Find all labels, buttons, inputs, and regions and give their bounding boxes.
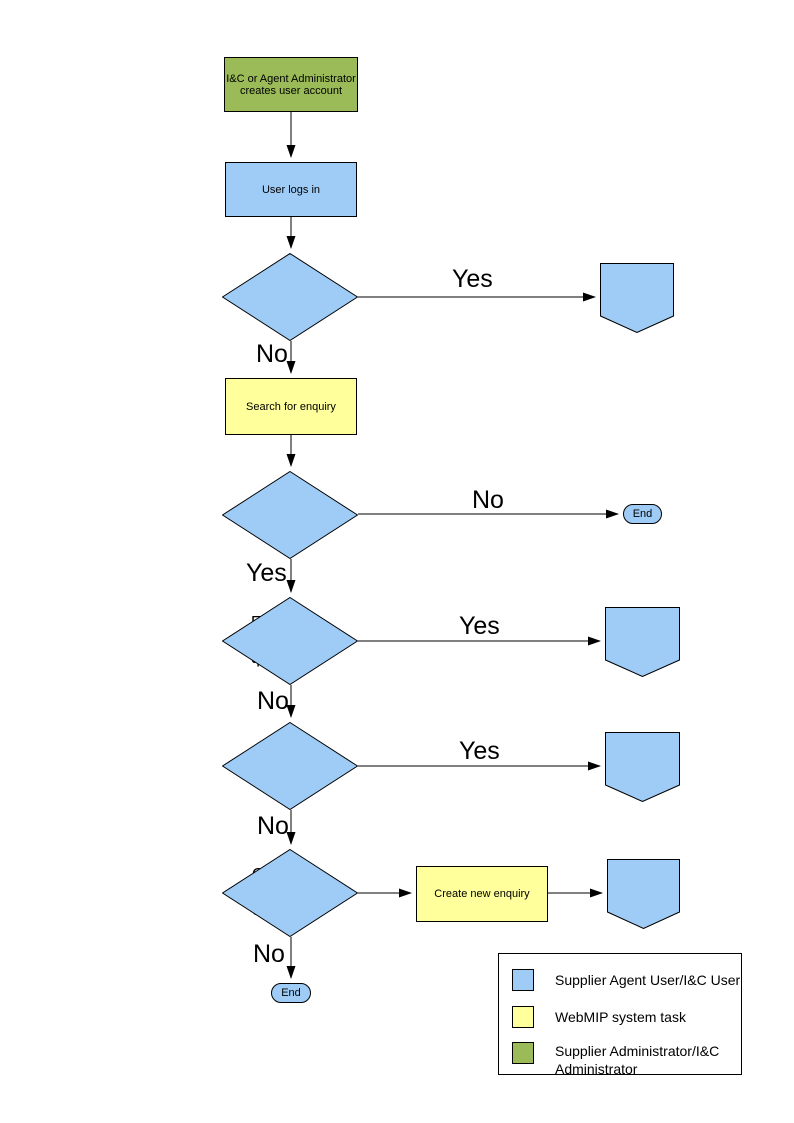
terminator-end-1: End (623, 504, 662, 524)
diamond-shape (222, 722, 358, 810)
diamond-shape (222, 849, 358, 937)
decision-amend-enquiry: Amend enquiry? (222, 722, 358, 810)
edge-label-no-enquiry-found: No (472, 486, 504, 514)
pentagon-shape (605, 732, 680, 802)
node-label: Search for enquiry (246, 400, 336, 413)
legend-swatch-green (512, 1042, 534, 1064)
node-label: Create new enquiry (434, 888, 530, 900)
legend-label: Supplier Agent User/I&C User (555, 972, 741, 988)
connector-amend-enquiry: Amend enquiry (605, 732, 680, 802)
edge-label-no-new-enquiry: No (256, 340, 288, 368)
pentagon-shape (600, 263, 674, 333)
edge-label-no-copy-to-new: No (253, 940, 285, 968)
process-create-user-account: I&C or Agent Administrator creates user … (224, 57, 358, 112)
connector-view-quotes: View quote(s) (605, 607, 680, 677)
diamond-shape (222, 597, 358, 685)
legend-item-user: Supplier Agent User/I&C User (512, 969, 745, 991)
legend: Supplier Agent User/I&C User WebMIP syst… (498, 953, 745, 1078)
connector-amend-enquiry-2: Amend enquiry (607, 859, 680, 929)
edge-label-no-amend-enquiry: No (257, 812, 289, 840)
diamond-shape (222, 253, 358, 341)
legend-item-system: WebMIP system task (512, 1006, 745, 1028)
edge-label-yes-new-enquiry: Yes (452, 265, 493, 293)
legend-item-admin: Supplier Administrator/I&C Administrator (512, 1042, 745, 1078)
process-search-for-enquiry: Search for enquiry (225, 378, 357, 435)
legend-swatch-yellow (512, 1006, 534, 1028)
pentagon-shape (605, 607, 680, 677)
connector-create-new-enquiry: Create new enquiry (600, 263, 674, 333)
decision-enquiry-quoted: Enquiry has been quoted? (222, 597, 358, 685)
process-create-new-enquiry: Create new enquiry (416, 866, 548, 922)
pentagon-shape (607, 859, 680, 929)
diamond-shape (222, 471, 358, 559)
decision-enquiry-found: Enquiry found? (222, 471, 358, 559)
node-label: User logs in (261, 183, 321, 196)
decision-new-enquiry: New enquiry? (222, 253, 358, 341)
edge-label-no-enquiry-quoted: No (257, 687, 289, 715)
terminator-end-2: End (271, 983, 311, 1003)
edge-label-yes-amend-enquiry: Yes (459, 737, 500, 765)
legend-label: WebMIP system task (555, 1009, 686, 1025)
decision-copy-to-new-enquiry: Copy to new enquiry? (222, 849, 358, 937)
node-label: End (281, 987, 301, 999)
node-label: I&C or Agent Administrator creates user … (226, 72, 356, 97)
edge-label-yes-enquiry-found: Yes (246, 559, 287, 587)
node-label: End (632, 508, 653, 520)
edge-label-yes-enquiry-quoted: Yes (459, 612, 500, 640)
legend-swatch-blue (512, 969, 534, 991)
legend-label: Supplier Administrator/I&C Administrator (555, 1043, 720, 1077)
process-user-logs-in: User logs in (225, 162, 357, 217)
